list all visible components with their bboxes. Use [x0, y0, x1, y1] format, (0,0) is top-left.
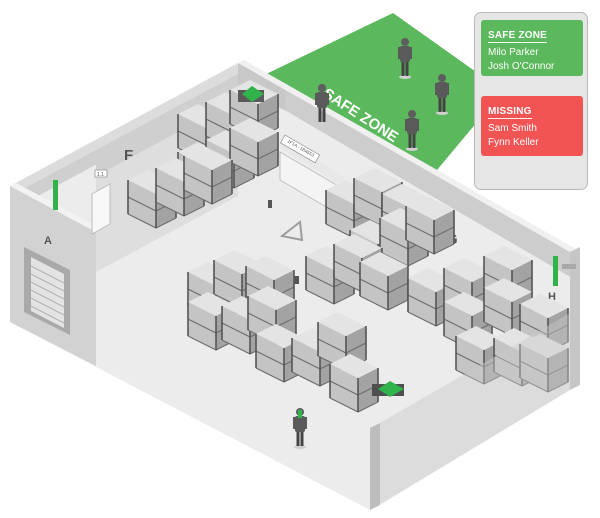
floor-beacons: [268, 200, 299, 284]
safe-person-name: Milo Parker: [488, 47, 539, 58]
wall-g-section: [286, 86, 570, 277]
zone-label-h: H: [548, 291, 556, 303]
main-door-sign: [279, 134, 321, 164]
floor-marker-icon: [279, 220, 304, 242]
missing-card: MISSING Sam Smith Fynn Keller: [481, 96, 583, 156]
door-f-sign: [94, 169, 108, 178]
beacon-wall-a: [53, 180, 58, 210]
safe-zone-card: SAFE ZONE Milo Parker Josh O'Connor: [481, 20, 583, 76]
status-panel: SAFE ZONE Milo Parker Josh O'Connor MISS…: [474, 12, 588, 190]
right-outer-wall: [570, 247, 580, 390]
beacon-ceiling-front: [372, 381, 404, 397]
missing-card-title: MISSING: [488, 106, 532, 119]
person-in-warehouse: [293, 408, 307, 449]
beacon-wall-h: [553, 256, 576, 286]
zone-label-a: A: [44, 235, 52, 247]
front-right-wall: [380, 313, 570, 505]
zone-label-f: F: [124, 147, 133, 164]
safe-person-name: Josh O'Connor: [488, 61, 555, 72]
back-wall-left-face: [10, 74, 238, 212]
door-f-sign-text: 1.1: [97, 172, 104, 178]
safe-zone-area: [262, 13, 503, 176]
safe-zone-card-title: SAFE ZONE: [488, 30, 548, 43]
missing-person-name: Fynn Keller: [488, 137, 539, 148]
front-partition-wall: [370, 423, 380, 510]
missing-person-name: Sam Smith: [488, 123, 537, 134]
door-f: [91, 183, 111, 235]
beacon-ceiling-back: [238, 86, 264, 102]
